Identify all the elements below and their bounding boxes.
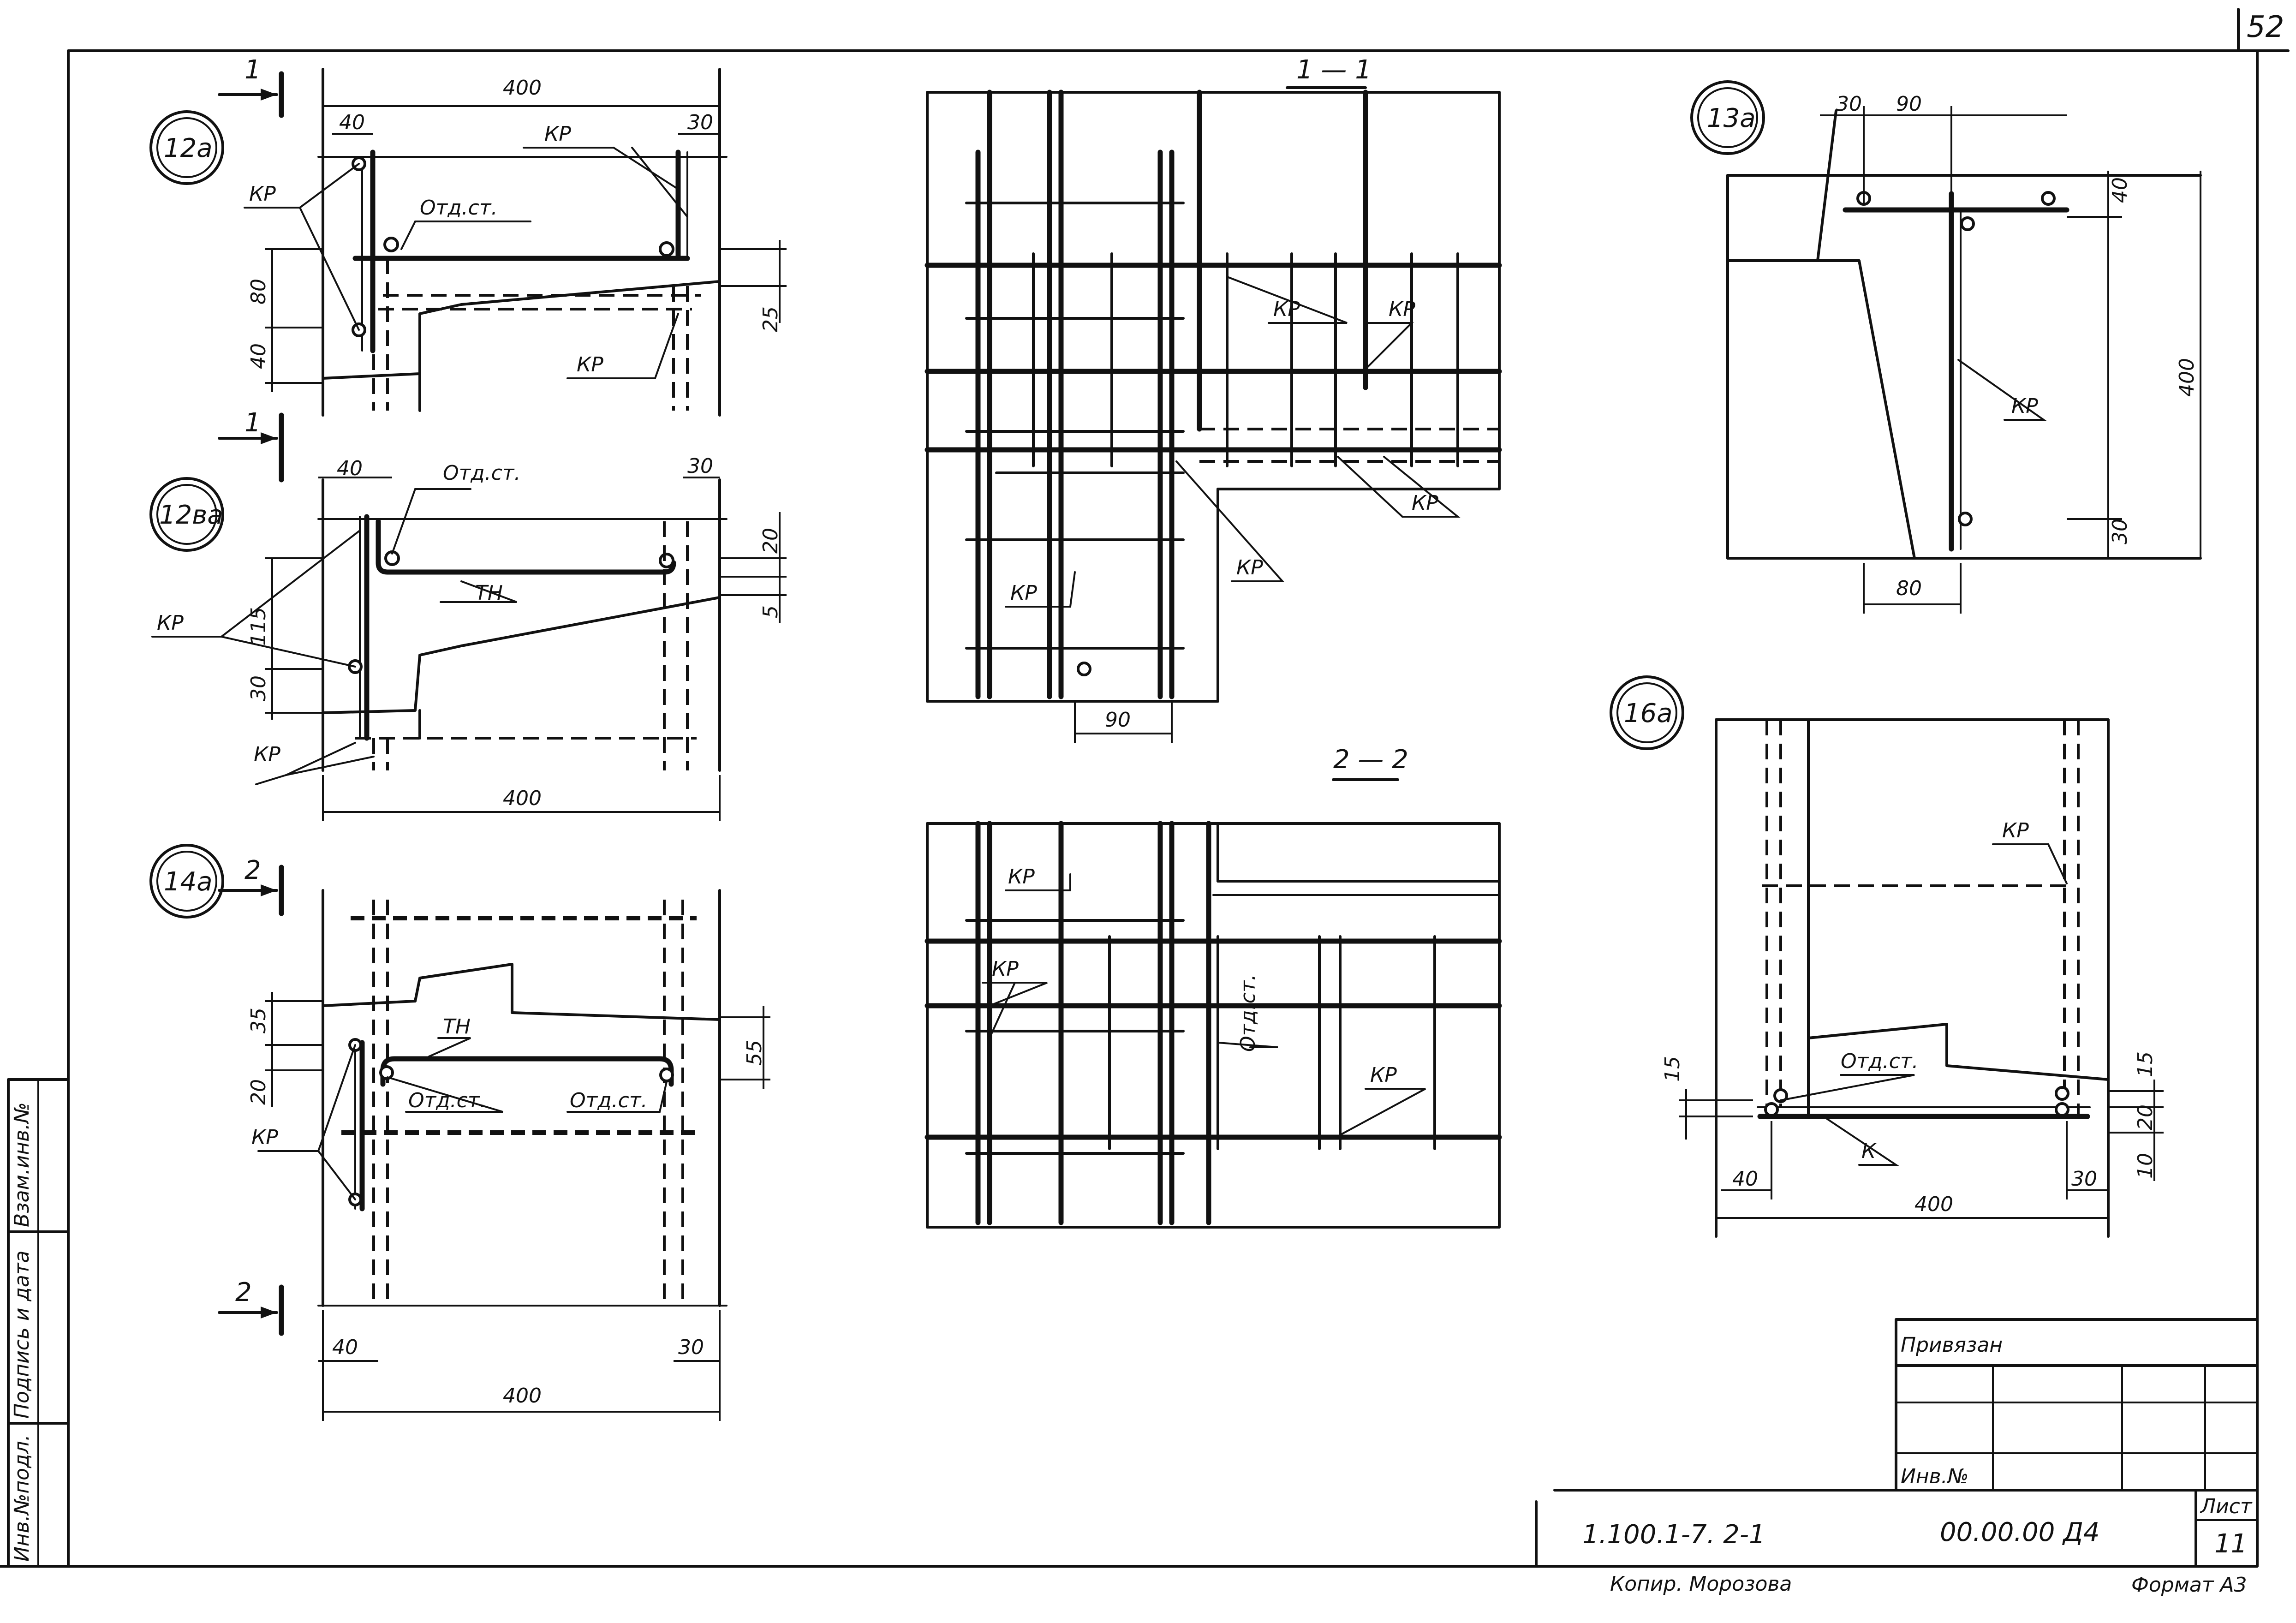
label-otd-st: Отд.ст.: [570, 1089, 647, 1112]
label-kr: КР: [2011, 394, 2038, 418]
section-1-1-title: 1 — 1: [1296, 55, 1372, 85]
section-1-mark-top: 1: [245, 55, 261, 85]
dim-30: 30: [1836, 92, 1862, 116]
title-code-left: 1.100.1-7. 2-1: [1582, 1520, 1765, 1550]
detail-13a-id: 13а: [1707, 103, 1756, 133]
dim-30: 30: [687, 111, 713, 134]
sheet-frame: [0, 8, 2290, 1568]
detail-14a: [149, 844, 770, 1421]
detail-12va-id: 12ва: [159, 500, 223, 530]
dim-115: 115: [247, 607, 270, 646]
label-kr: КР: [1010, 581, 1037, 605]
title-code-right: 00.00.00 Д4: [1940, 1517, 2100, 1547]
title-list-no: 11: [2214, 1529, 2247, 1559]
label-k: К: [1861, 1140, 1877, 1163]
dim-400: 400: [2175, 358, 2199, 397]
label-kr: КР: [1389, 298, 1415, 321]
dim-40: 40: [339, 111, 365, 134]
detail-16a-id: 16а: [1624, 698, 1673, 728]
dim-40: 40: [247, 343, 270, 369]
label-kr: КР: [2002, 819, 2029, 842]
detail-13a: [1690, 80, 2202, 614]
section-2-mark-top: 2: [245, 855, 261, 885]
label-otd-st: Отд.ст.: [420, 196, 497, 220]
sheet-corner-number: 52: [2247, 10, 2284, 44]
dim-35: 35: [247, 1008, 270, 1033]
label-kr: КР: [992, 957, 1019, 981]
dim-55: 55: [743, 1040, 766, 1066]
section-2-2: [924, 778, 1502, 1229]
label-kr: КР: [251, 1126, 278, 1149]
label-otd-st: Отд.ст.: [408, 1089, 486, 1112]
detail-16a: [1610, 675, 2164, 1238]
dim-20: 20: [759, 528, 782, 554]
dim-40: 40: [1732, 1167, 1758, 1191]
side-stamp-inv-podl: Инв.№подл.: [10, 1434, 34, 1562]
label-otd-st: Отд.ст.: [1841, 1050, 1918, 1073]
label-kr: КР: [249, 182, 276, 206]
section-1-mark-bottom: 1: [245, 408, 261, 438]
dim-25: 25: [759, 306, 782, 332]
dim-40: 40: [337, 457, 363, 480]
dim-400: 400: [1914, 1193, 1953, 1216]
side-stamp-podpis: Подпись и дата: [10, 1251, 34, 1419]
dim-30: 30: [678, 1336, 704, 1359]
label-kr: КР: [254, 743, 280, 766]
title-block: [1535, 1318, 2259, 1568]
dim-20: 20: [247, 1079, 270, 1105]
label-kr: КР: [1236, 556, 1263, 579]
dim-20: 20: [2134, 1104, 2157, 1130]
title-privyazan: Привязан: [1901, 1333, 2003, 1357]
label-kr: КР: [544, 122, 571, 146]
dim-15: 15: [1661, 1056, 1684, 1082]
dim-400: 400: [503, 787, 542, 810]
detail-12va: [149, 477, 787, 821]
dim-40: 40: [332, 1336, 358, 1359]
label-tn: ТН: [475, 581, 503, 605]
label-otd-st: Отд.ст.: [443, 461, 520, 485]
detail-14a-id: 14а: [164, 867, 213, 897]
dim-15: 15: [2134, 1051, 2157, 1077]
section-2-mark-bottom: 2: [235, 1277, 252, 1307]
dim-30: 30: [2108, 519, 2132, 544]
dim-30: 30: [247, 675, 270, 701]
dim-30: 30: [2071, 1167, 2097, 1191]
title-inv-no: Инв.№: [1901, 1465, 1968, 1488]
title-list-label: Лист: [2200, 1495, 2253, 1518]
detail-12a: [149, 68, 787, 483]
section-1-1: [924, 86, 1502, 743]
detail-12a-id: 12а: [164, 133, 213, 163]
side-stamp-vzam: Взам.инв.№: [10, 1102, 34, 1227]
side-stamp: [7, 1078, 70, 1568]
label-kr: КР: [1008, 865, 1035, 889]
label-kr: КР: [157, 611, 184, 635]
footer-copier: Копир. Морозова: [1610, 1572, 1792, 1596]
dim-80: 80: [1896, 577, 1922, 600]
dim-5: 5: [759, 605, 782, 618]
label-kr: КР: [1370, 1063, 1397, 1087]
dim-90: 90: [1105, 708, 1131, 732]
dim-400: 400: [503, 1384, 542, 1408]
label-kr: КР: [1273, 298, 1300, 321]
footer-format: Формат А3: [2131, 1573, 2247, 1597]
label-tn: ТН: [443, 1015, 471, 1038]
label-kr: КР: [577, 353, 603, 376]
dim-400: 400: [503, 76, 542, 100]
dim-10: 10: [2134, 1153, 2157, 1179]
section-2-2-title: 2 — 2: [1333, 745, 1408, 775]
dim-40: 40: [2108, 177, 2132, 203]
dim-30: 30: [687, 454, 713, 478]
dim-80: 80: [247, 279, 270, 304]
label-kr: КР: [1412, 491, 1438, 515]
dim-90: 90: [1896, 92, 1922, 116]
label-otd-st: Отд.ст.: [1236, 974, 1260, 1052]
